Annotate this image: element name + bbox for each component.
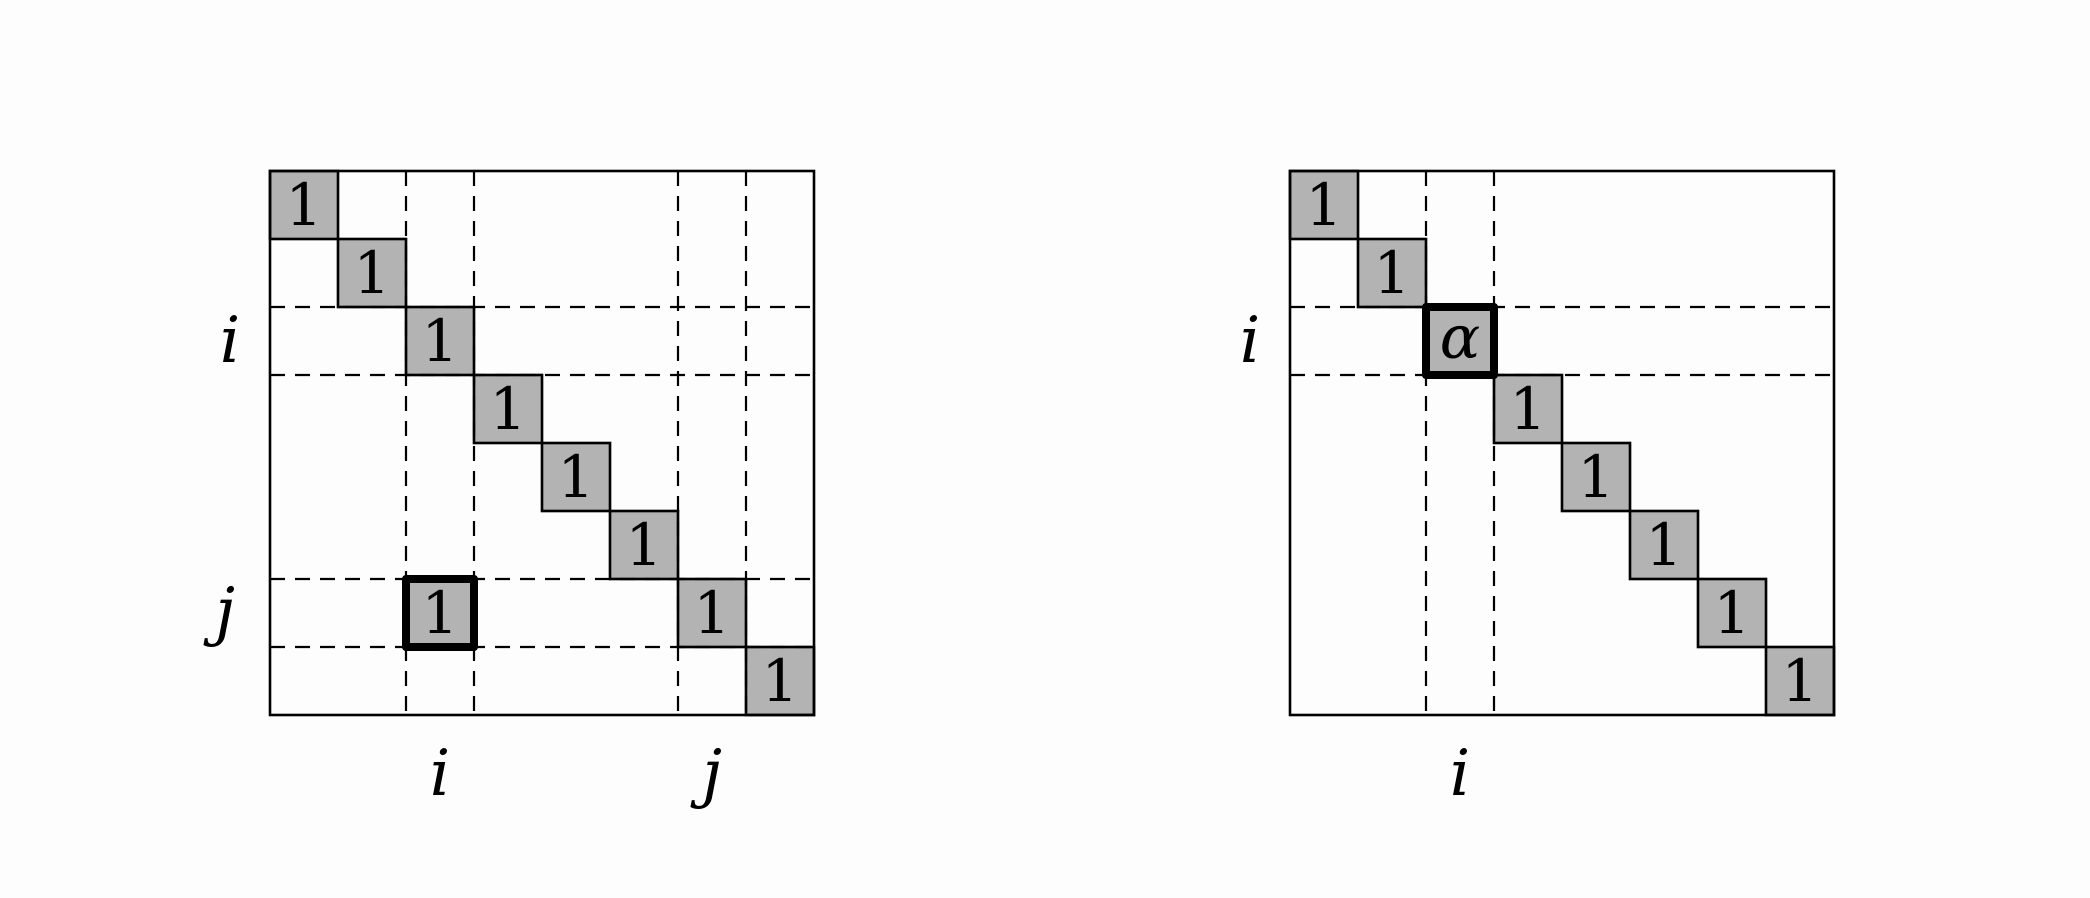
- right-one-4: 1: [1510, 375, 1547, 443]
- left-highlight-cell-fill: [406, 579, 474, 647]
- left-one-7: 1: [694, 579, 731, 647]
- left-highlight-cell: [402, 575, 478, 651]
- right-one-6: 1: [1646, 511, 1683, 579]
- right-col-label-i: i: [1450, 737, 1470, 811]
- left-matrix: 1 1 1 1 1 1 1 1 1 i j i j: [203, 169, 816, 811]
- right-matrix-frame: [1288, 169, 1836, 717]
- right-one-1: 1: [1306, 171, 1343, 239]
- right-alpha-cell-fill: [1426, 307, 1494, 375]
- right-alpha-cell: [1422, 303, 1498, 379]
- right-diag-cell-4: [1492, 373, 1564, 445]
- left-one-8: 1: [762, 647, 799, 715]
- left-matrix-frame: [268, 169, 816, 717]
- left-highlight-value: 1: [422, 579, 459, 647]
- left-one-3: 1: [422, 307, 459, 375]
- right-one-2: 1: [1374, 239, 1411, 307]
- left-col-label-j: j: [690, 737, 722, 811]
- right-matrix: 1 1 α 1 1 1 1 1 i i: [1240, 169, 1836, 811]
- left-col-label-i: i: [430, 737, 450, 811]
- left-row-label-i: i: [220, 304, 240, 378]
- right-row-label-i: i: [1240, 304, 1260, 378]
- left-one-1: 1: [286, 171, 323, 239]
- right-alpha-value: α: [1440, 303, 1481, 373]
- right-one-7: 1: [1714, 579, 1751, 647]
- right-one-8: 1: [1782, 647, 1819, 715]
- right-one-5: 1: [1578, 443, 1615, 511]
- left-row-label-j: j: [203, 575, 235, 649]
- left-one-2: 1: [354, 239, 391, 307]
- left-one-5: 1: [558, 443, 595, 511]
- left-one-6: 1: [626, 511, 663, 579]
- left-one-4: 1: [490, 375, 527, 443]
